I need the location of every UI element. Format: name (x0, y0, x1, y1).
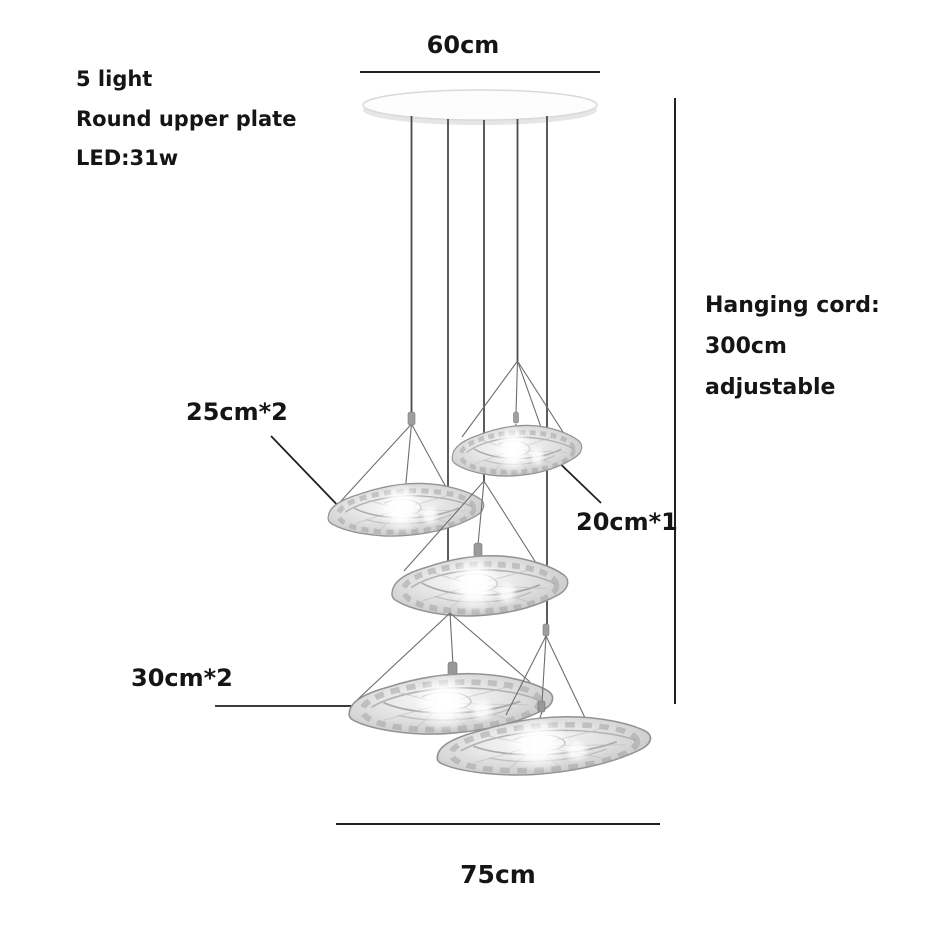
spec-led-wattage: LED:31w (76, 146, 179, 170)
hanging-cords (410, 116, 548, 626)
lamp-1-socket (513, 411, 519, 424)
hanging-cord-adjustable: adjustable (705, 375, 836, 400)
leader-line-25cm (270, 435, 347, 515)
spec-plate-type: Round upper plate (76, 106, 297, 131)
lamp-5 (435, 623, 653, 781)
lamp-3-shade (391, 552, 569, 619)
ceiling-plate (362, 89, 598, 125)
top-width-label: 60cm (426, 31, 500, 59)
lamp-4 (347, 612, 554, 739)
hanging-cord-block: Hanging cord: 300cm adjustable (705, 285, 880, 408)
spec-light-count: 5 light (76, 67, 153, 91)
lamp-1 (451, 360, 584, 479)
spec-block: 5 light Round upper plate LED:31w (76, 60, 296, 179)
lamp-2-connector (407, 411, 416, 426)
lamp-5-connector (542, 623, 550, 637)
hanging-cord-title: Hanging cord: (705, 293, 880, 318)
bottom-width-label: 75cm (460, 860, 536, 889)
lamp-1-shade (451, 421, 584, 479)
shade-25cm-label: 25cm*2 (186, 398, 288, 426)
shade-20cm-label: 20cm*1 (576, 508, 678, 536)
lamp-3 (391, 480, 569, 619)
lamp-5-socket (537, 700, 546, 713)
lamp-4-wires (356, 612, 531, 701)
lamp-2-shade (326, 479, 485, 540)
lamp-2 (326, 411, 485, 540)
shade-30cm-label: 30cm*2 (131, 664, 233, 692)
hanging-cord-length: 300cm (705, 334, 787, 359)
